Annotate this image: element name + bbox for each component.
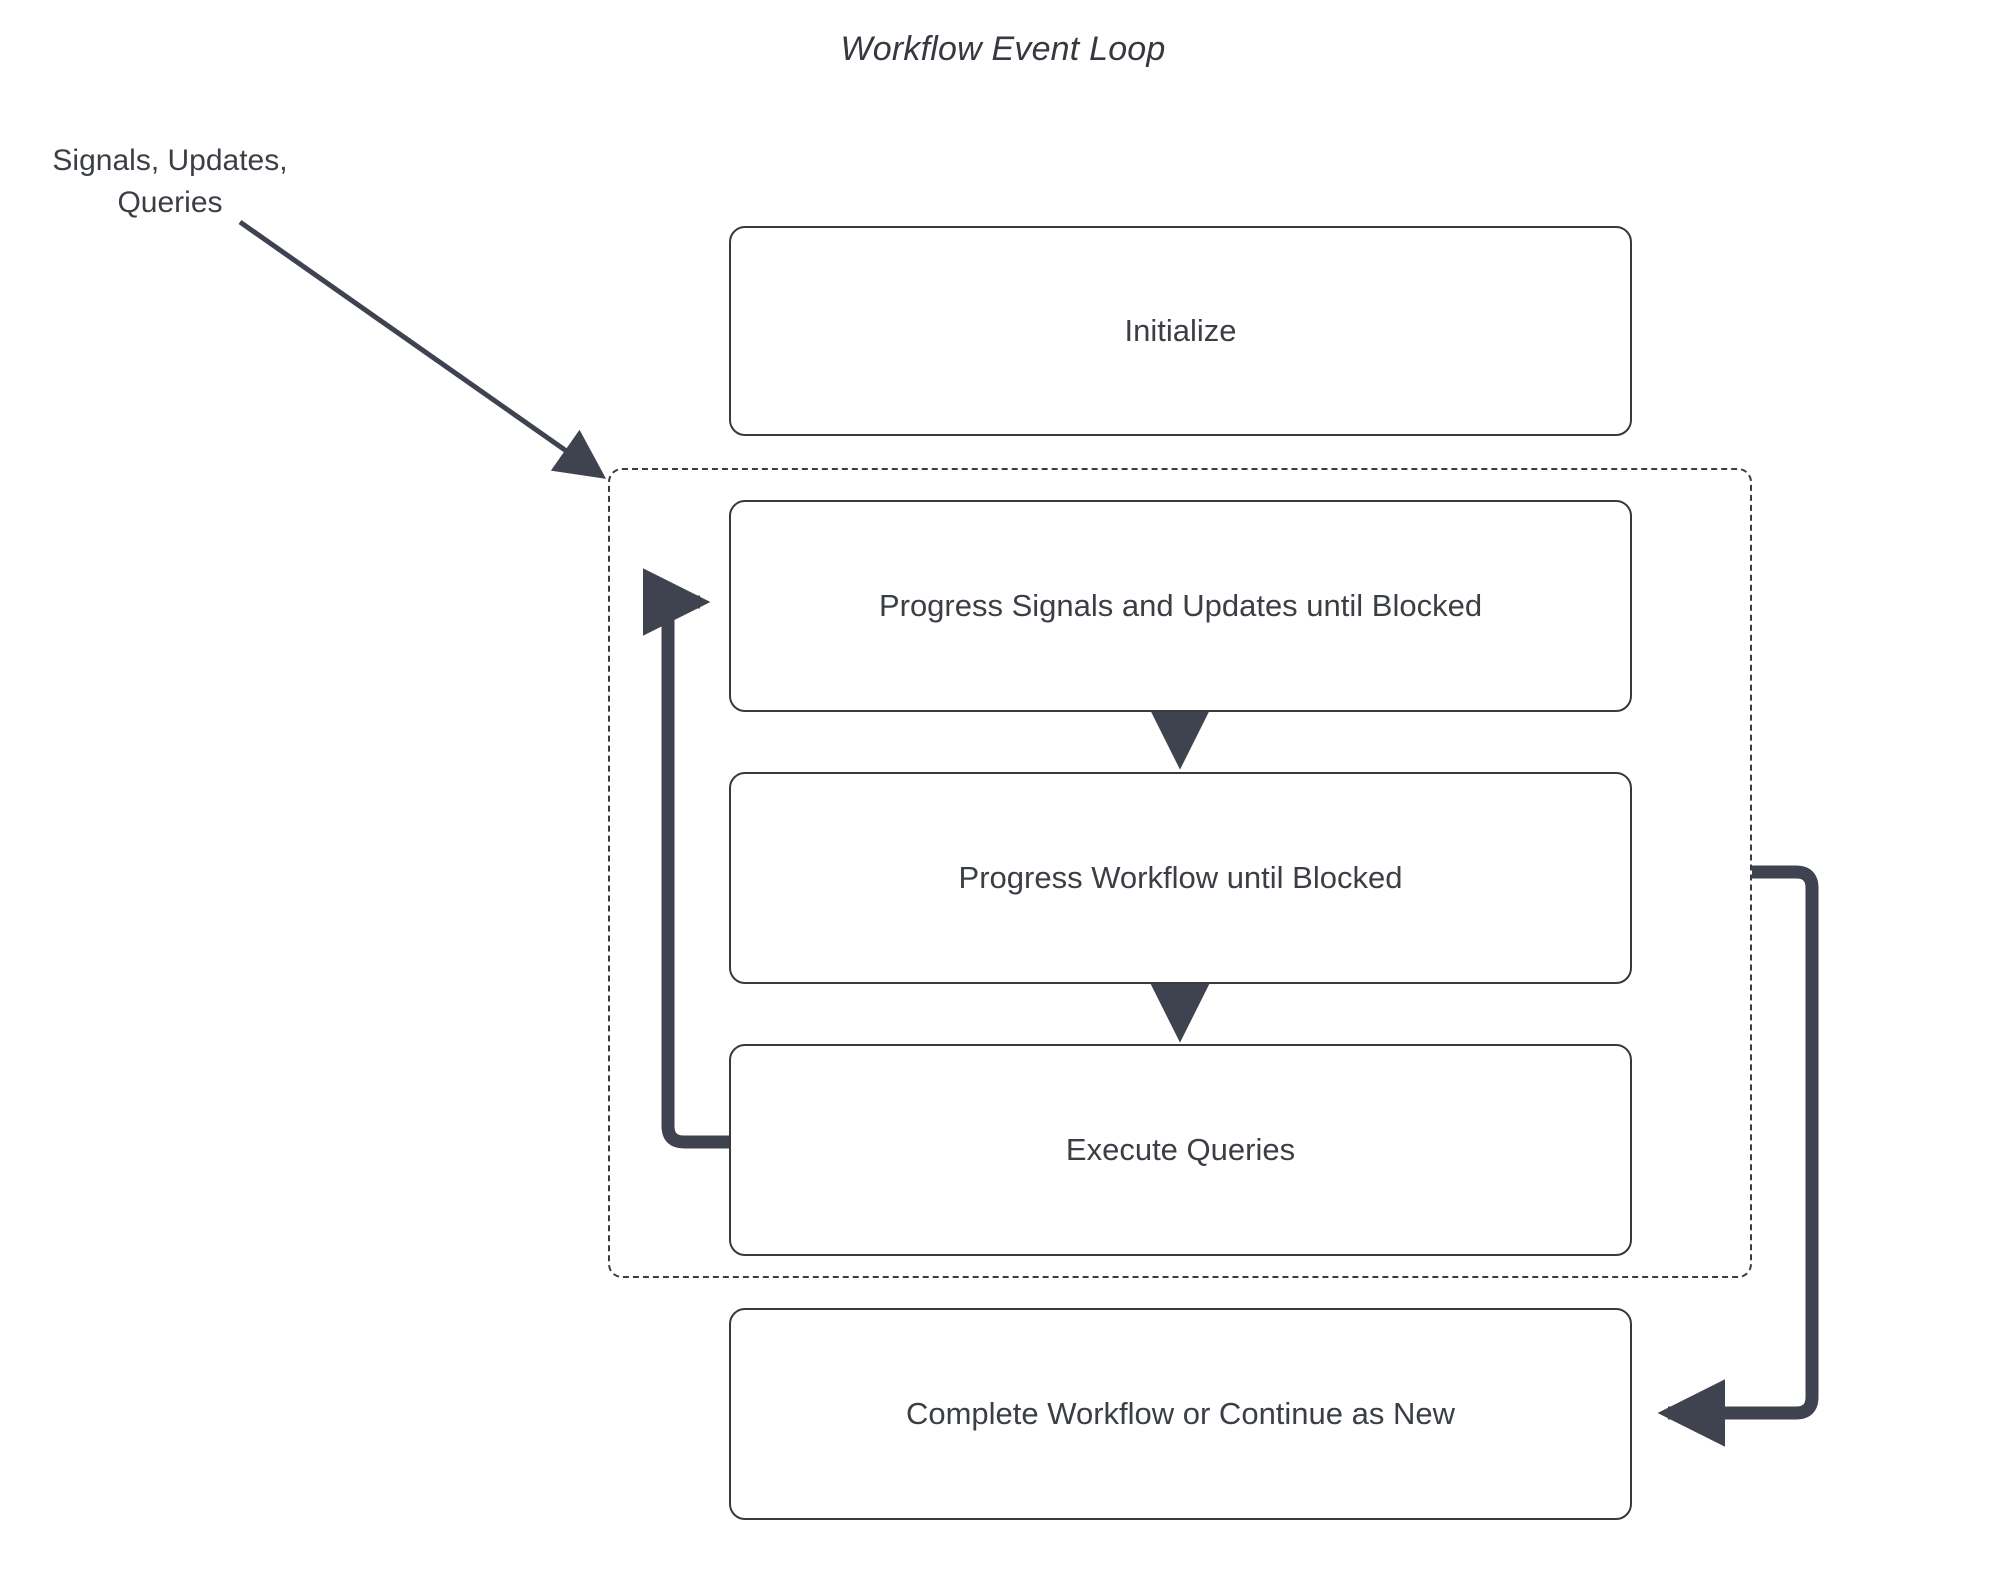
page-title: Workflow Event Loop — [840, 30, 1166, 68]
node-initialize-label: Initialize — [1124, 313, 1237, 348]
event-loop-group — [608, 468, 1752, 1278]
edge-group-to-complete — [1657, 865, 1819, 1447]
node-progress-signals-updates[interactable]: Progress Signals and Updates until Block… — [729, 500, 1632, 712]
node-complete-workflow[interactable]: Complete Workflow or Continue as New — [729, 1308, 1632, 1520]
node-execute-queries[interactable]: Execute Queries — [729, 1044, 1632, 1256]
edge-external-input — [238, 219, 607, 479]
node-progress-workflow[interactable]: Progress Workflow until Blocked — [729, 772, 1632, 984]
node-execute-queries-label: Execute Queries — [1065, 1132, 1296, 1167]
node-progress-signals-updates-label: Progress Signals and Updates until Block… — [878, 588, 1483, 623]
node-complete-workflow-label: Complete Workflow or Continue as New — [905, 1396, 1456, 1431]
node-progress-workflow-label: Progress Workflow until Blocked — [958, 860, 1403, 895]
external-input-label: Signals, Updates, Queries — [52, 144, 288, 219]
edge-queries-back-to-signals — [642, 568, 729, 1149]
node-initialize[interactable]: Initialize — [729, 226, 1632, 436]
